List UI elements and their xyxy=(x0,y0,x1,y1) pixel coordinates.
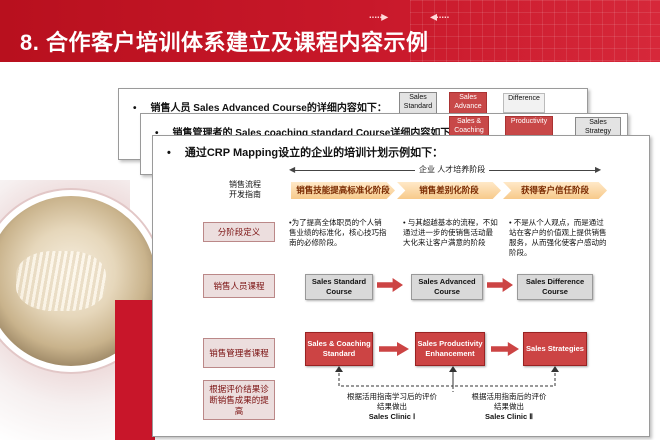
phase-2: 销售差别化阶段 xyxy=(397,182,501,199)
panel-heading: • 通过CRP Mapping设立的企业的培训计划示例如下： xyxy=(167,144,443,160)
row-label-manager-course: 销售管理者课程 xyxy=(203,338,275,368)
heading-text: 通过CRP Mapping设立的企业的培训计划示例如下： xyxy=(184,147,444,159)
heading-text: 销售管理者的 Sales coaching standard Course详细内… xyxy=(172,128,461,139)
clinic-1-name: Sales Clinic Ⅰ xyxy=(368,412,416,421)
course-sales-productivity: Sales Productivity Enhancement xyxy=(415,332,485,366)
row-label-evaluation: 根据评价结果诊断销售成果的提高 xyxy=(203,380,275,420)
stage-description-1: •为了提高全体职员的个人销售业绩的标准化，核心技巧指南的必修阶段。 xyxy=(289,218,387,247)
decorative-red-bar xyxy=(115,300,155,440)
clinic-2-text: 根据活用指南后的评价结果做出 xyxy=(471,392,547,411)
phase-1: 销售技能提高标准化阶段 xyxy=(291,182,395,199)
course-sales-advanced: Sales Advanced Course xyxy=(411,274,483,300)
row-label-sales-course: 销售人员课程 xyxy=(203,274,275,298)
clinic-1-text: 根据活用指南学习后的评价结果做出 xyxy=(347,392,437,411)
row-label-stage-definition: 分阶段定义 xyxy=(203,222,275,242)
chip-sales-advance: Sales Advance xyxy=(449,92,487,114)
panel-heading: • 销售人员 Sales Advanced Course的详细内容如下： xyxy=(133,99,387,114)
clinic-1: 根据活用指南学习后的评价结果做出 Sales Clinic Ⅰ xyxy=(347,392,437,422)
chip-difference: Difference xyxy=(503,93,545,113)
bullet: • xyxy=(167,147,171,159)
clinic-2: 根据活用指南后的评价结果做出 Sales Clinic Ⅱ xyxy=(469,392,549,422)
phase-3: 获得客户信任阶段 xyxy=(503,182,607,199)
bullet: • xyxy=(133,103,137,114)
course-sales-standard: Sales Standard Course xyxy=(305,274,373,300)
title-grid-decoration xyxy=(410,0,660,62)
clinic-2-name: Sales Clinic Ⅱ xyxy=(485,412,533,421)
bullet: • xyxy=(155,128,159,139)
chip-sales-standard: Sales Standard xyxy=(399,92,437,114)
dotted-arrow-right-icon: ·····▸ xyxy=(368,8,388,24)
course-sales-coaching-standard: Sales & Coaching Standard xyxy=(305,332,373,366)
stage-description-3: • 不是从个人观点，而是通过站在客户的价值观上提供销售服务，从而强化使客户感动的… xyxy=(509,218,607,257)
phase-arrow-left-icon: ◀ xyxy=(289,165,296,174)
phase-arrow-right-icon: ▶ xyxy=(595,165,602,174)
course-sales-difference: Sales Difference Course xyxy=(517,274,593,300)
process-guide-label: 销售流程 开发指南 xyxy=(229,180,261,199)
title-bar: ·····▸ ◂····· 8. 合作客户培训体系建立及课程内容示例 xyxy=(0,0,660,62)
panel-heading: • 销售管理者的 Sales coaching standard Course详细… xyxy=(155,124,460,139)
stage-description-2: • 与其超越基本的流程，不如通过进一步的使销售活动最大化来让客户满意的阶段 xyxy=(403,218,498,247)
chip-sales-strategy: Sales Strategy xyxy=(575,117,621,137)
phase-header-label: 企业 人才培养阶段 xyxy=(415,164,490,175)
slide-title: 8. 合作客户培训体系建立及课程内容示例 xyxy=(20,30,429,55)
dotted-arrow-left-icon: ◂····· xyxy=(430,8,450,24)
heading-text: 销售人员 Sales Advanced Course的详细内容如下： xyxy=(150,103,387,114)
feedback-paths xyxy=(335,366,559,392)
panel-crp-mapping: • 通过CRP Mapping设立的企业的培训计划示例如下： ◀ ▶ 企业 人才培… xyxy=(152,135,650,437)
course-sales-strategies: Sales Strategies xyxy=(523,332,587,366)
